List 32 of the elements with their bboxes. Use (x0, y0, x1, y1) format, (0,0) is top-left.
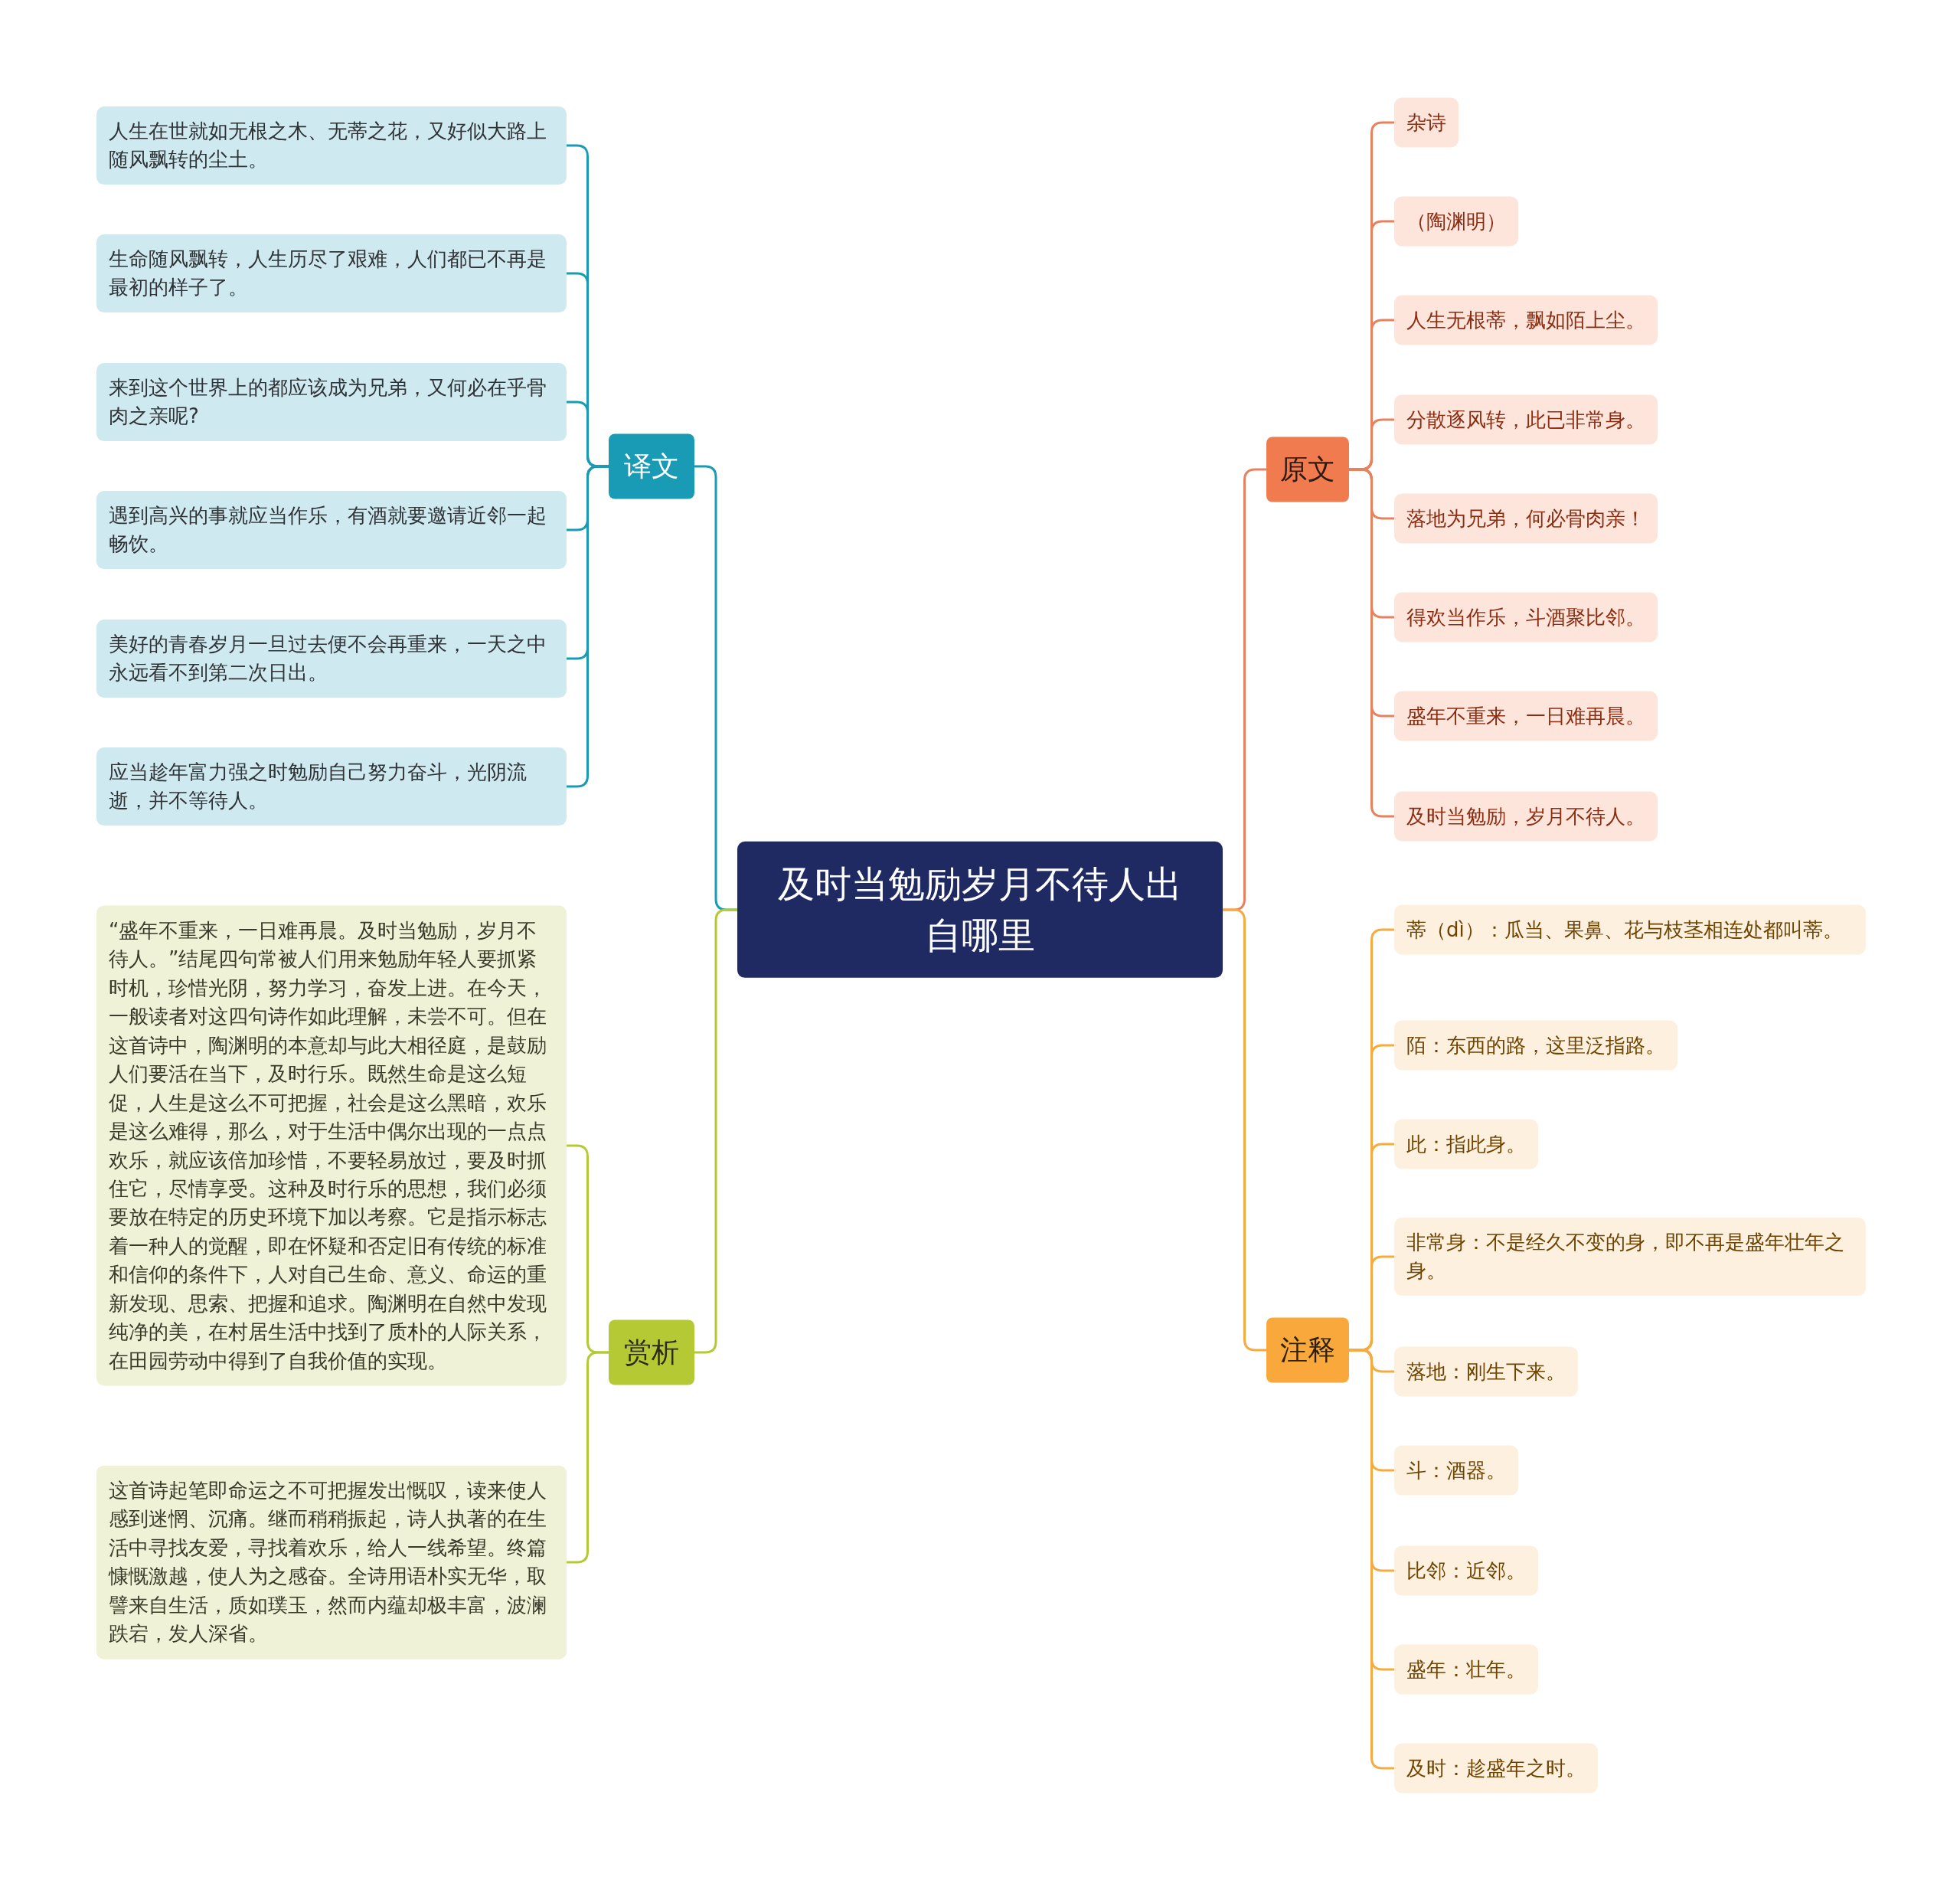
branch-topic: 原文 (1266, 437, 1349, 502)
subtopic-card: 落地：刚生下来。 (1394, 1346, 1578, 1397)
subtopic-card: 蒂（dì）：瓜当、果鼻、花与枝茎相连处都叫蒂。 (1394, 904, 1866, 955)
subtopic-card: （陶渊明） (1394, 196, 1518, 247)
subtopic-card: 非常身：不是经久不变的身，即不再是盛年壮年之身。 (1394, 1218, 1866, 1296)
subtopic-card: 盛年不重来，一日难再晨。 (1394, 691, 1658, 741)
connector-line (1349, 468, 1394, 818)
branch-topic: 注释 (1266, 1317, 1349, 1383)
subtopic-card: 得欢当作乐，斗酒聚比邻。 (1394, 592, 1658, 643)
subtopic-card: 人生无根蒂，飘如陌上尘。 (1394, 295, 1658, 345)
subtopic-card: 比邻：近邻。 (1394, 1545, 1538, 1596)
central-topic: 及时当勉励岁月不待人出自哪里 (737, 841, 1223, 979)
subtopic-card: 应当趁年富力强之时勉励自己努力奋斗，光阴流逝，并不等待人。 (96, 747, 567, 826)
subtopic-card: 遇到高兴的事就应当作乐，有酒就要邀请近邻一起畅饮。 (96, 491, 567, 569)
subtopic-card: 杂诗 (1394, 97, 1459, 148)
subtopic-card: 这首诗起笔即命运之不可把握发出慨叹，读来使人感到迷惘、沉痛。继而稍稍振起，诗人执著的在生活中寻找友爱，寻找着欢乐，给人一线希望。终篇慷慨激越，使人为之感奋。全诗用语朴实无华，取譬来自生活，质如璞玉，然而内蕴却极丰富，波澜跌宕，发人深省。 (96, 1465, 567, 1659)
subtopic-card: 生命随风飘转，人生历尽了艰难，人们都已不再是最初的样子了。 (96, 234, 567, 312)
subtopic-card: 分散逐风转，此已非常身。 (1394, 394, 1658, 445)
connector-line (567, 465, 609, 788)
subtopic-card: 及时当勉励，岁月不待人。 (1394, 791, 1658, 842)
subtopic-card: 斗：酒器。 (1394, 1445, 1518, 1496)
branch-topic: 译文 (609, 433, 694, 499)
subtopic-card: “盛年不重来，一日难再晨。及时当勉励，岁月不待人。”结尾四句常被人们用来勉励年轻人要抓紧时机，珍惜光阴，努力学习，奋发上进。在今天，一般读者对这四句诗作如此理解，未尝不可。但在这首诗中，陶渊明的本意却与此大相径庭，是鼓励人们要活在当下，及时行乐。既然生命是这么短促，人生是这么不可把握，社会是这么黑暗，欢乐是这么难得，那么，对于生活中偶尔出现的一点点欢乐，就应该倍加珍惜，不要轻易放过，要及时抓住它，尽情享受。这种及时行乐的思想，我们必须要放在特定的历史环境下加以考察。它是指示标志着一种人的觉醒，即在怀疑和否定旧有传统的标准和信仰的条件下，人对自己生命、意义、命运的重新发现、思索、把握和追求。陶渊明在自然中发现纯净的美，在村居生活中找到了质朴的人际关系，在田园劳动中得到了自我价值的实现。 (96, 905, 567, 1386)
subtopic-card: 来到这个世界上的都应该成为兄弟，又何必在乎骨肉之亲呢? (96, 363, 567, 441)
subtopic-card: 盛年：壮年。 (1394, 1644, 1538, 1695)
subtopic-card: 落地为兄弟，何必骨肉亲！ (1394, 493, 1658, 544)
subtopic-card: 此：指此身。 (1394, 1119, 1538, 1169)
subtopic-card: 陌：东西的路，这里泛指路。 (1394, 1020, 1677, 1071)
subtopic-card: 及时：趁盛年之时。 (1394, 1743, 1598, 1794)
subtopic-card: 美好的青春岁月一旦过去便不会再重来，一天之中永远看不到第二次日出。 (96, 620, 567, 698)
branch-topic: 赏析 (609, 1319, 694, 1385)
subtopic-card: 人生在世就如无根之木、无蒂之花，又好似大路上随风飘转的尘土。 (96, 106, 567, 185)
